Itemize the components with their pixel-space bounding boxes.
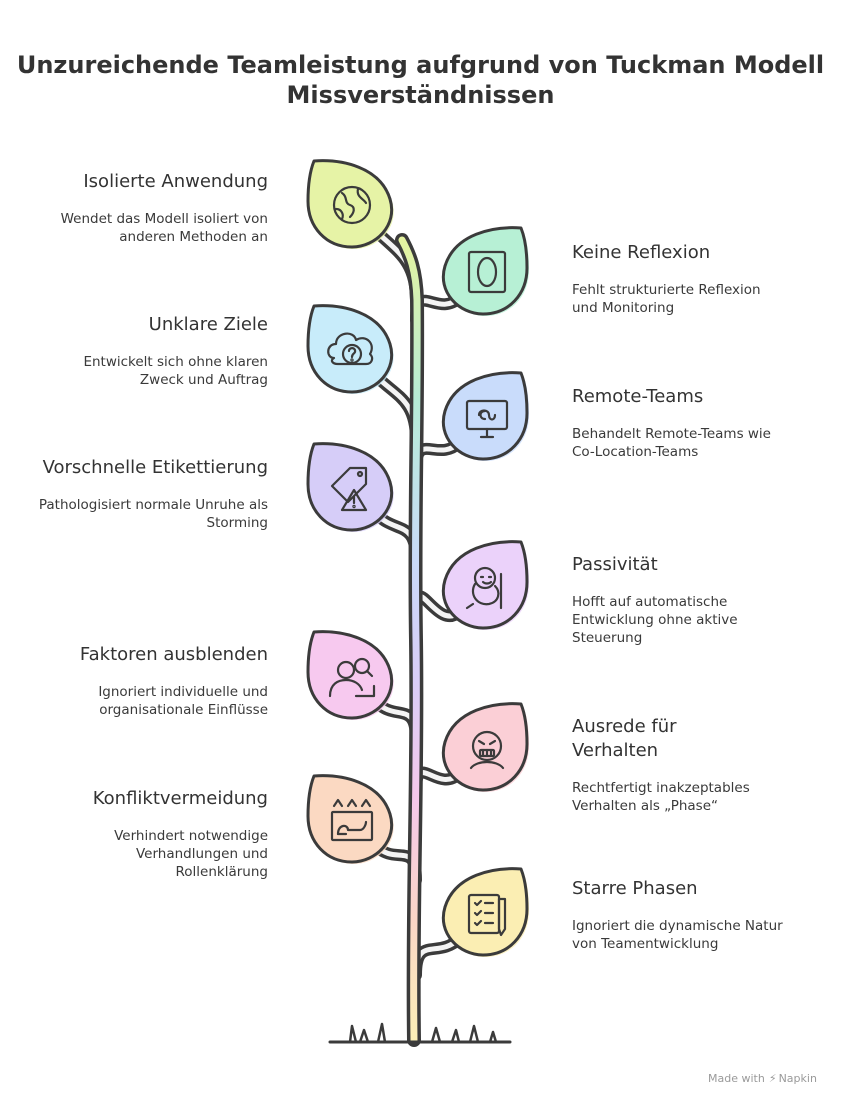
item-title: Keine Reflexion	[572, 242, 711, 263]
leaf-3	[306, 304, 394, 394]
user-search-icon	[328, 657, 376, 698]
leaf-outline	[441, 702, 529, 792]
leaf-10	[441, 867, 529, 957]
mirror-icon	[467, 250, 507, 294]
item-title: Faktoren ausblenden	[79, 644, 268, 665]
leaf-outline	[306, 774, 394, 864]
item-description: Behandelt Remote-Teams wie Co-Location-T…	[572, 426, 771, 460]
checklist-scroll-icon	[467, 893, 507, 937]
page-title-line-2: Missverständnissen	[286, 81, 555, 109]
item-title: Isolierte Anwendung	[83, 171, 268, 192]
leaf-9	[306, 774, 394, 864]
napkin-logo-icon: ⚡	[768, 1072, 777, 1085]
sweep-under-rug-icon	[330, 798, 374, 842]
item-title: Vorschnelle Etikettierung	[42, 457, 268, 478]
item-description: Rechtfertigt inakzeptables Verhalten als…	[572, 780, 750, 814]
angry-face-icon	[469, 730, 505, 770]
leaf-outline	[441, 540, 529, 630]
item-title: Konfliktvermeidung	[92, 788, 268, 809]
tag-warning-icon	[330, 466, 368, 512]
item-description: Ignoriert individuelle und organisationa…	[98, 684, 268, 718]
leaf-1	[306, 159, 394, 249]
item-description: Ignoriert die dynamische Natur von Teame…	[572, 918, 783, 952]
leaf-outline	[441, 867, 529, 957]
item-description: Pathologisiert normale Unruhe als Stormi…	[38, 497, 268, 531]
leaf-outline	[441, 226, 529, 316]
monitor-link-icon	[465, 399, 509, 439]
item-description: Verhindert notwendige Verhandlungen und …	[114, 828, 268, 880]
leaf-outline	[306, 630, 394, 720]
page-title-line-1: Unzureichende Teamleistung aufgrund von …	[16, 51, 825, 79]
leaf-6	[441, 540, 529, 630]
leaf-outline	[306, 442, 394, 532]
cloud-question-icon	[327, 332, 374, 366]
page-title: Unzureichende Teamleistung aufgrund von …	[0, 50, 841, 110]
credit-brand: Napkin	[778, 1072, 817, 1085]
item-description: Wendet das Modell isoliert von anderen M…	[60, 211, 268, 245]
item-title: Unklare Ziele	[148, 314, 268, 335]
leaf-2	[441, 226, 529, 316]
puzzle-globe-icon	[332, 185, 372, 225]
leaf-7	[306, 630, 394, 720]
item-title: Remote-Teams	[572, 386, 704, 407]
item-description: Hofft auf automatische Entwicklung ohne …	[572, 594, 738, 646]
item-description: Fehlt strukturierte Reflexion und Monito…	[572, 282, 761, 316]
leaf-5	[306, 442, 394, 532]
item-description: Entwickelt sich ohne klaren Zweck und Au…	[83, 354, 268, 388]
leaf-outline	[441, 371, 529, 461]
item-title: Ausrede für Verhalten	[572, 716, 677, 761]
stem	[395, 233, 425, 1047]
sloth-icon	[465, 566, 503, 610]
ground-grass	[328, 1022, 512, 1044]
made-with-napkin-credit: Made with⚡Napkin	[708, 1072, 817, 1085]
item-title: Passivität	[572, 554, 658, 575]
credit-made-with: Made with	[708, 1072, 765, 1085]
item-title: Starre Phasen	[572, 878, 698, 899]
leaf-4	[441, 371, 529, 461]
leaf-8	[441, 702, 529, 792]
